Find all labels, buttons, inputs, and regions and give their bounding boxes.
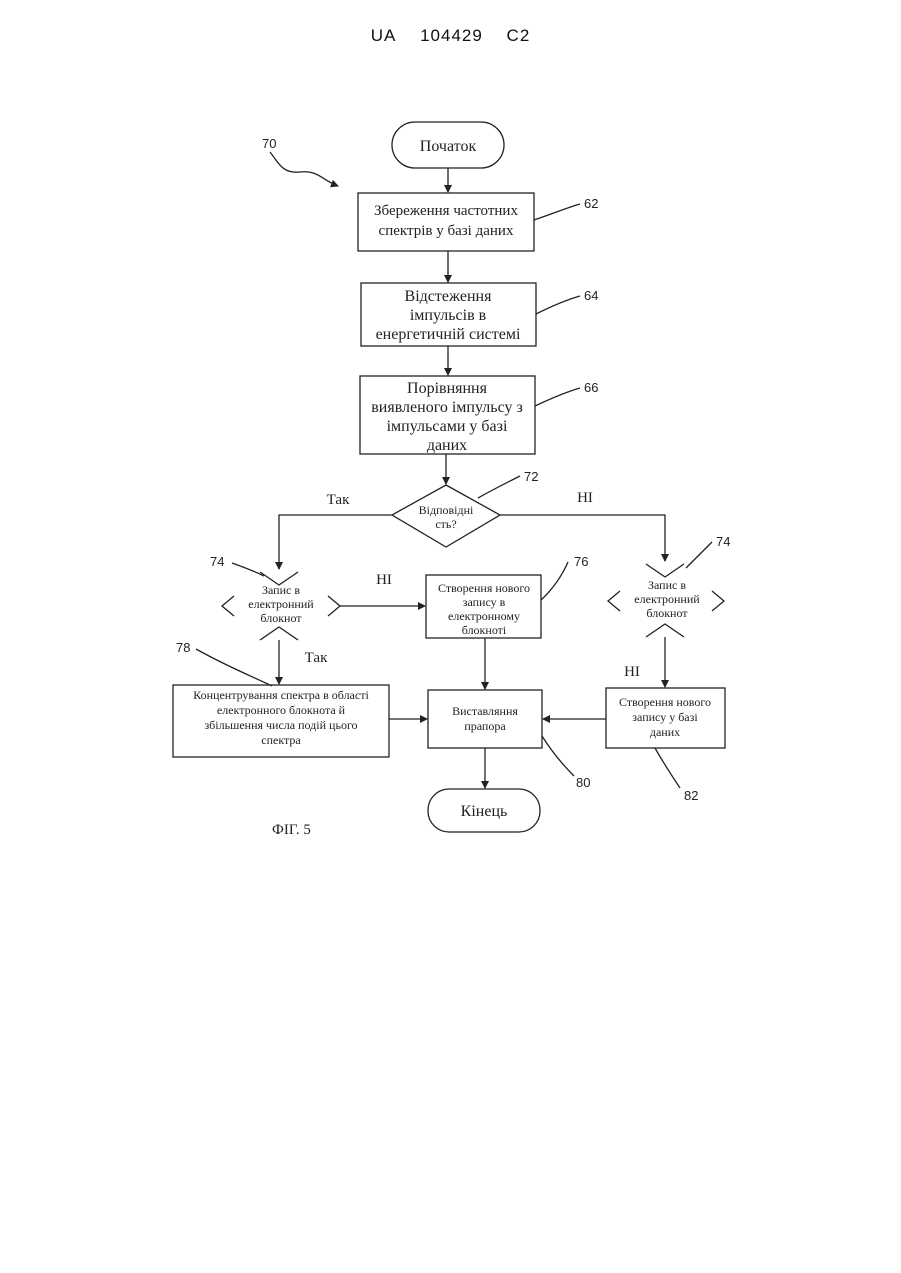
step-78-line-3: збільшення числа подій цього	[204, 718, 357, 732]
step-66-line-1: Порівняння	[407, 380, 488, 397]
decision-74-right-line-3: блокнот	[646, 606, 688, 620]
step-62-line-2: спектрів у базі даних	[379, 223, 514, 239]
step-66-line-4: даних	[427, 437, 467, 454]
step-76-line-1: Створення нового	[438, 581, 530, 595]
ref-76: 76	[574, 554, 588, 569]
ref-64: 64	[584, 288, 598, 303]
step-66-line-2: виявленого імпульсу з	[371, 399, 523, 416]
decision-74-left-line-2: електронний	[248, 597, 314, 611]
start-label: Початок	[420, 138, 477, 155]
ref-62: 62	[584, 196, 598, 211]
step-78-line-4: спектра	[261, 733, 301, 747]
step-76-line-4: блокноті	[462, 623, 507, 637]
ref-70: 70	[262, 136, 276, 151]
ref-66: 66	[584, 380, 598, 395]
step-82-line-1: Створення нового	[619, 695, 711, 709]
ref-74-right: 74	[716, 534, 730, 549]
step-76-line-3: електронному	[448, 609, 520, 623]
decision-72-yes-label: Так	[327, 492, 350, 508]
decision-74-right-line-1: Запис в	[648, 578, 686, 592]
step-82-line-2: запису у базі	[632, 710, 698, 724]
step-80-line-2: прапора	[464, 719, 506, 733]
decision-72-line-1: Відповідні	[419, 503, 474, 517]
step-76-line-2: запису в	[463, 595, 506, 609]
step-62-box	[358, 193, 534, 251]
end-label: Кінець	[461, 803, 508, 820]
ref-72: 72	[524, 469, 538, 484]
step-82-line-3: даних	[650, 725, 680, 739]
decision-74-left-no-label: НІ	[376, 572, 392, 588]
step-66-line-3: імпульсами у базі	[387, 418, 508, 435]
ref-78: 78	[176, 640, 190, 655]
ref-80: 80	[576, 775, 590, 790]
decision-74-right-line-2: електронний	[634, 592, 700, 606]
step-80-line-1: Виставляння	[452, 704, 518, 718]
step-64-line-1: Відстеження	[405, 288, 493, 305]
decision-74-left-yes-label: Так	[305, 650, 328, 666]
ref-82: 82	[684, 788, 698, 803]
step-62-line-1: Збереження частотних	[374, 203, 518, 219]
decision-74-left-line-1: Запис в	[262, 583, 300, 597]
decision-72-line-2: сть?	[435, 517, 456, 531]
decision-74-left-line-3: блокнот	[260, 611, 302, 625]
ref-74-left: 74	[210, 554, 224, 569]
step-64-line-2: імпульсів в	[410, 307, 487, 324]
step-78-line-1: Концентрування спектра в області	[193, 688, 369, 702]
decision-74-right-no-label: НІ	[624, 664, 640, 680]
step-64-line-3: енергетичній системі	[376, 326, 521, 343]
figure-caption: ФІГ. 5	[272, 822, 311, 838]
step-78-line-2: електронного блокнота й	[217, 703, 346, 717]
decision-72-no-label: НІ	[577, 490, 593, 506]
